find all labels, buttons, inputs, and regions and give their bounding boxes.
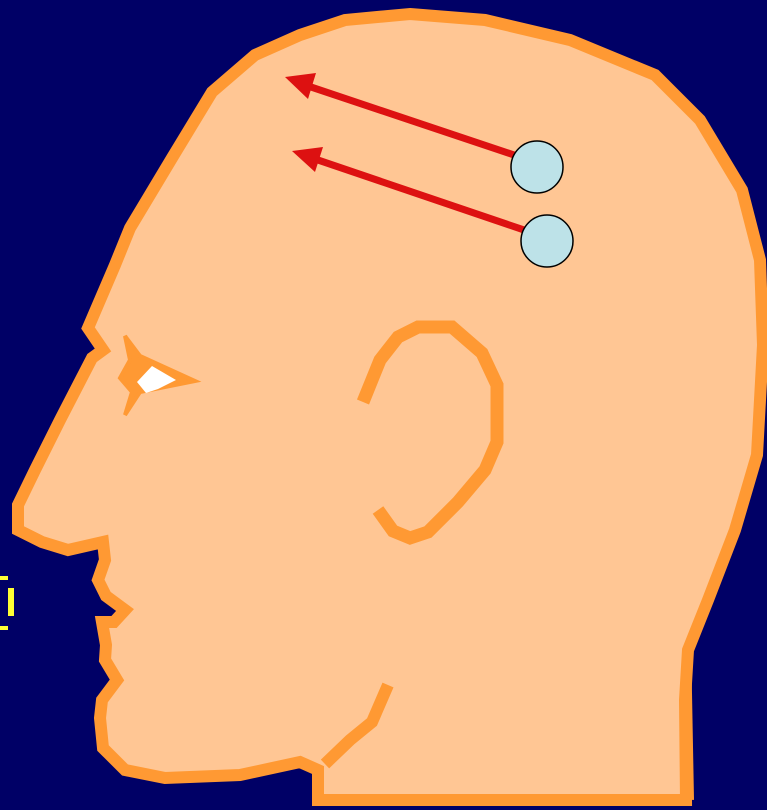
margin-mark-dot-top <box>0 576 8 580</box>
electrode-2 <box>521 215 573 267</box>
margin-mark-dot-bottom <box>0 626 8 630</box>
margin-mark <box>0 576 20 636</box>
electrode-1 <box>511 141 563 193</box>
margin-mark-bar <box>8 588 14 616</box>
